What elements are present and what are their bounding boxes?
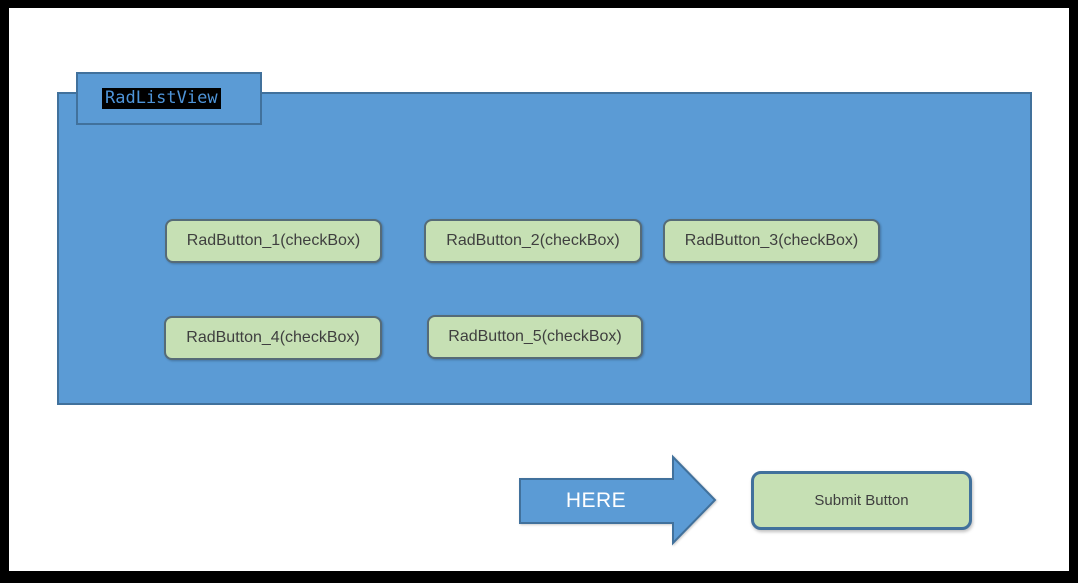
radbutton-4-checkbox[interactable]: RadButton_4(checkBox)	[164, 316, 382, 360]
here-annotation: HERE	[519, 454, 717, 546]
radlistview-tab: RadListView	[76, 72, 262, 125]
radlistview-title: RadListView	[102, 88, 221, 109]
radbutton-5-checkbox[interactable]: RadButton_5(checkBox)	[427, 315, 643, 359]
right-arrow-icon	[519, 454, 717, 546]
submit-button[interactable]: Submit Button	[751, 471, 972, 530]
radbutton-3-checkbox[interactable]: RadButton_3(checkBox)	[663, 219, 880, 263]
radbutton-2-checkbox[interactable]: RadButton_2(checkBox)	[424, 219, 642, 263]
radbutton-1-checkbox[interactable]: RadButton_1(checkBox)	[165, 219, 382, 263]
